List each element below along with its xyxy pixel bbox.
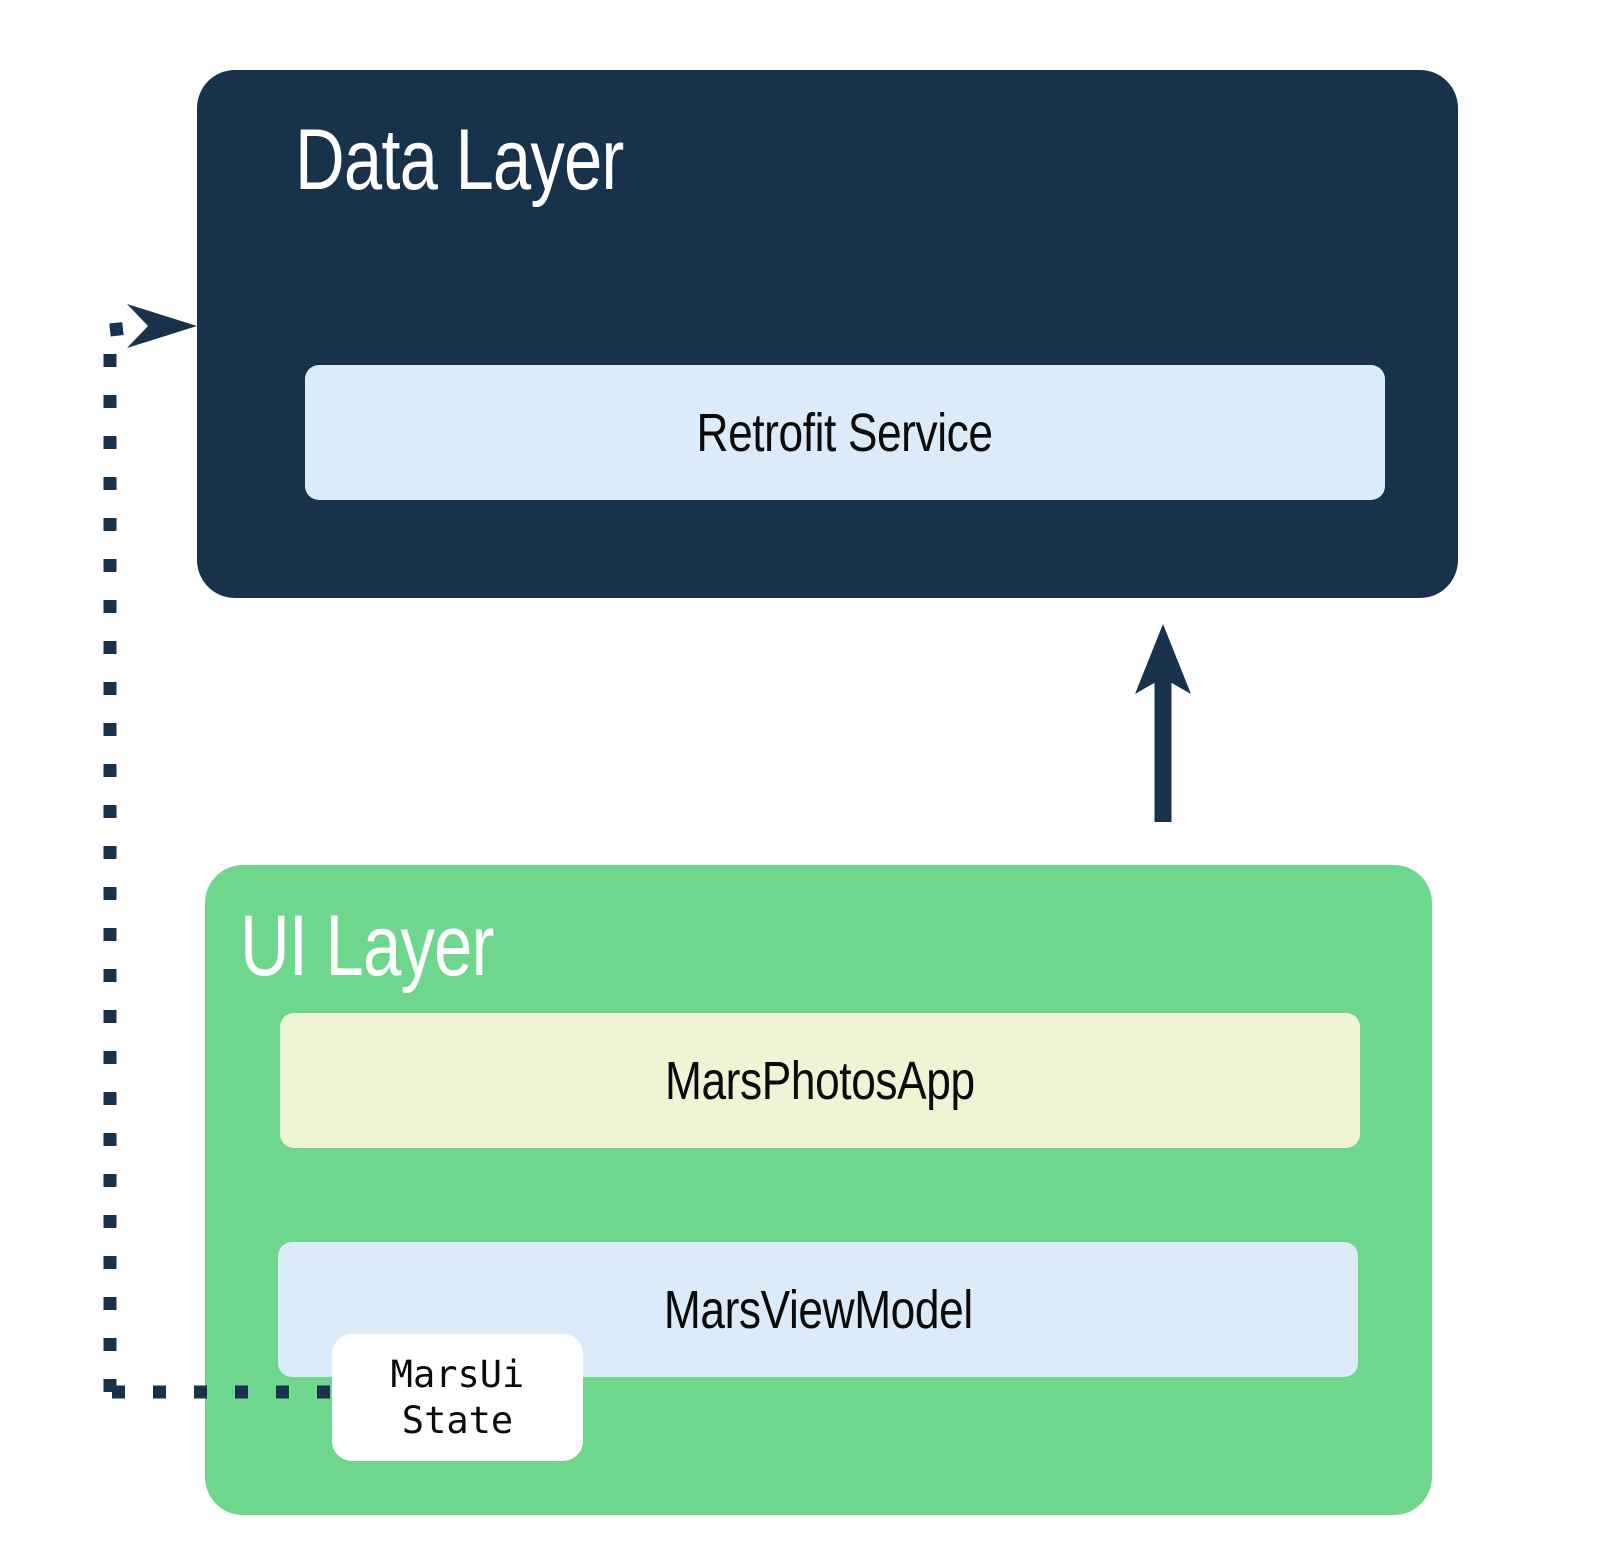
mars-ui-state-line-1: MarsUi — [390, 1352, 525, 1396]
ui-layer-title: UI Layer — [240, 898, 494, 994]
mars-ui-state-line-2: State — [401, 1398, 514, 1442]
retrofit-service-box[interactable]: Retrofit Service — [305, 365, 1385, 500]
mars-photos-app-box[interactable]: MarsPhotosApp — [280, 1013, 1360, 1148]
ui-layer-container: UI Layer MarsPhotosApp MarsViewModel — [205, 865, 1432, 1515]
data-layer-title: Data Layer — [295, 112, 624, 208]
mars-ui-state-callout[interactable]: MarsUi State — [332, 1334, 583, 1461]
data-layer-container: Data Layer Retrofit Service — [197, 70, 1458, 598]
mars-view-model-label: MarsViewModel — [663, 1279, 973, 1340]
solid-arrow-ui-to-data — [1135, 624, 1191, 822]
mars-photos-app-label: MarsPhotosApp — [665, 1050, 975, 1111]
retrofit-service-label: Retrofit Service — [696, 402, 994, 463]
